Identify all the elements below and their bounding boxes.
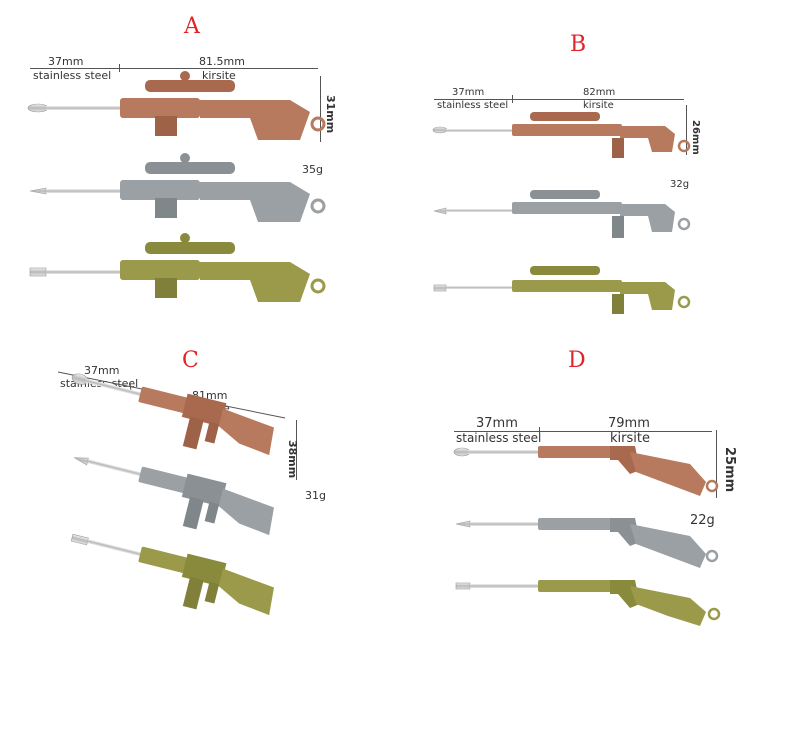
panel-b-divider-tick	[512, 95, 513, 103]
panel-c-weight: 31g	[305, 489, 326, 502]
panel-c-steel-length: 37mm	[84, 364, 120, 377]
panel-a-height: 31mm	[324, 95, 337, 134]
panel-d-weight: 22g	[690, 513, 715, 528]
panel-b-kirsite-label: kirsite	[583, 100, 614, 111]
panel-d-length-line	[454, 431, 712, 432]
panel-a-kirsite-length: 81.5mm	[199, 55, 245, 68]
panel-d-steel-label: stainless steel	[456, 431, 542, 445]
panel-b-letter: B	[570, 32, 587, 57]
panel-a-copper-tool	[27, 71, 326, 140]
panel-b-kirsite-length: 82mm	[583, 87, 616, 98]
panel-d-steel-length: 37mm	[476, 416, 518, 431]
panel-b-copper-tool	[432, 112, 691, 158]
panel-b-silver-tool	[433, 190, 691, 238]
panel-c-bronze-tool	[70, 533, 274, 616]
panel-a-steel-length: 37mm	[48, 55, 84, 68]
panel-c-letter: C	[182, 348, 199, 373]
panel-a-height-line	[320, 76, 321, 142]
panel-d-copper-tool	[453, 446, 719, 496]
panel-d-bronze-tool	[455, 580, 721, 626]
panel-a-bronze-tool	[29, 233, 326, 302]
panel-a-silver-tool	[29, 153, 326, 222]
panel-a-letter: A	[184, 14, 200, 39]
panel-b-height: 26mm	[690, 120, 701, 155]
panel-b-steel-length: 37mm	[452, 87, 485, 98]
panel-c-height-line	[296, 420, 297, 480]
panel-c-height: 38mm	[286, 440, 299, 479]
panel-c-silver-tool	[73, 457, 274, 536]
panel-d-silver-tool	[455, 518, 719, 568]
panel-d-height-line	[716, 430, 717, 498]
panel-a-length-line	[30, 68, 318, 69]
panel-c-copper-tool	[71, 373, 274, 456]
panel-b-weight: 32g	[670, 179, 690, 190]
panel-d-kirsite-label: kirsite	[610, 431, 650, 446]
panel-a-steel-label: stainless steel	[33, 69, 112, 82]
panel-a-weight: 35g	[302, 163, 323, 176]
panel-d-letter: D	[568, 348, 586, 373]
panel-d-divider-tick	[539, 427, 540, 435]
panel-b-height-line	[686, 105, 687, 155]
panel-d-kirsite-length: 79mm	[608, 416, 650, 431]
panel-a-divider-tick	[119, 64, 120, 72]
panel-d-height: 25mm	[722, 447, 737, 493]
panel-b-bronze-tool	[433, 266, 691, 314]
panel-b-steel-label: stainless steel	[437, 100, 509, 111]
panel-a-kirsite-label: kirsite	[202, 69, 236, 82]
panel-b-length-line	[434, 99, 684, 100]
